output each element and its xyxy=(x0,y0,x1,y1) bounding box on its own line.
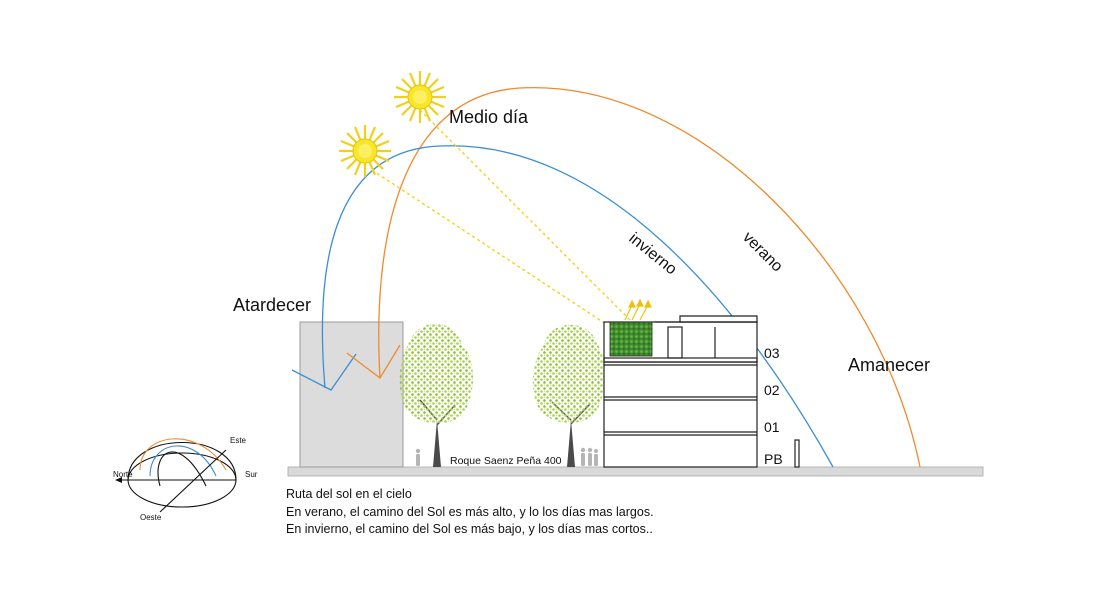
noon-sun-ray xyxy=(419,109,631,321)
winter-sun-ray xyxy=(371,169,616,331)
summer-reflection xyxy=(346,344,401,379)
sunset-label: Atardecer xyxy=(233,295,311,315)
roof-garden xyxy=(609,321,653,357)
compass-east: Este xyxy=(230,436,247,445)
caption-block: Ruta del sol en el cielo En verano, el c… xyxy=(286,486,654,539)
floor-label-03: 03 xyxy=(764,345,780,361)
heat-arrows xyxy=(624,298,652,321)
compass-west: Oeste xyxy=(140,513,162,522)
winter-reflection xyxy=(291,353,357,391)
floor-label-pb: PB xyxy=(764,451,783,467)
compass-north: Norte xyxy=(113,470,133,479)
floor-label-01: 01 xyxy=(764,419,780,435)
noon-sun-icon xyxy=(392,69,448,125)
winter-label: invierno xyxy=(625,230,679,279)
caption-line-2: En verano, el camino del Sol es más alto… xyxy=(286,504,654,519)
tree-left xyxy=(399,323,473,467)
caption-line-1: Ruta del sol en el cielo xyxy=(286,487,412,501)
caption-line-3: En invierno, el camino del Sol es más ba… xyxy=(286,522,653,536)
noon-label: Medio día xyxy=(449,107,529,127)
neighbor-building xyxy=(299,321,404,468)
pedestrian-figures xyxy=(415,338,652,466)
winter-sun-icon xyxy=(337,123,393,179)
summer-label: verano xyxy=(739,229,786,276)
street-label: Roque Saenz Peña 400 xyxy=(450,455,562,467)
sun-dome-compass xyxy=(115,438,237,513)
summer-sun-path xyxy=(378,87,921,468)
ground-strip xyxy=(287,466,984,477)
floor-label-02: 02 xyxy=(764,382,780,398)
sunrise-label: Amanecer xyxy=(848,355,930,375)
compass-south: Sur xyxy=(245,470,258,479)
tree-right xyxy=(532,324,606,467)
